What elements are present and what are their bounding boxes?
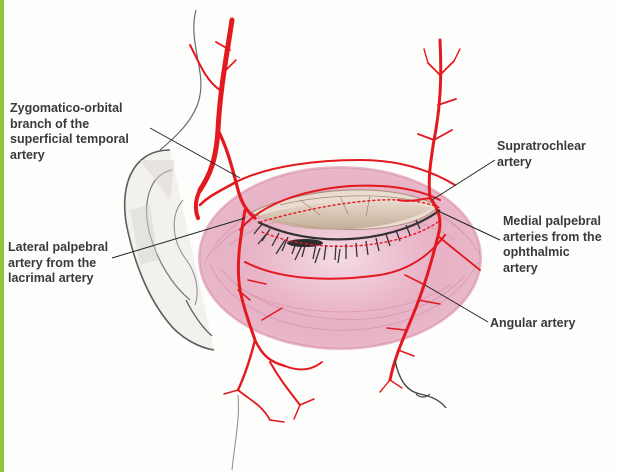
- label-angular-artery: Angular artery: [490, 316, 575, 332]
- label-lateral-palpebral: Lateral palpebral artery from the lacrim…: [8, 240, 108, 287]
- label-supratrochlear: Supratrochlear artery: [497, 139, 586, 170]
- leader-supratrochlear: [432, 160, 495, 200]
- label-medial-palpebral: Medial palpebral arteries from the ophth…: [503, 214, 602, 276]
- nose-outline: [395, 360, 446, 408]
- cheek-outline: [232, 395, 238, 470]
- face-outline: [160, 10, 201, 150]
- label-zygomatico-orbital: Zygomatico-orbital branch of the superfi…: [10, 101, 129, 163]
